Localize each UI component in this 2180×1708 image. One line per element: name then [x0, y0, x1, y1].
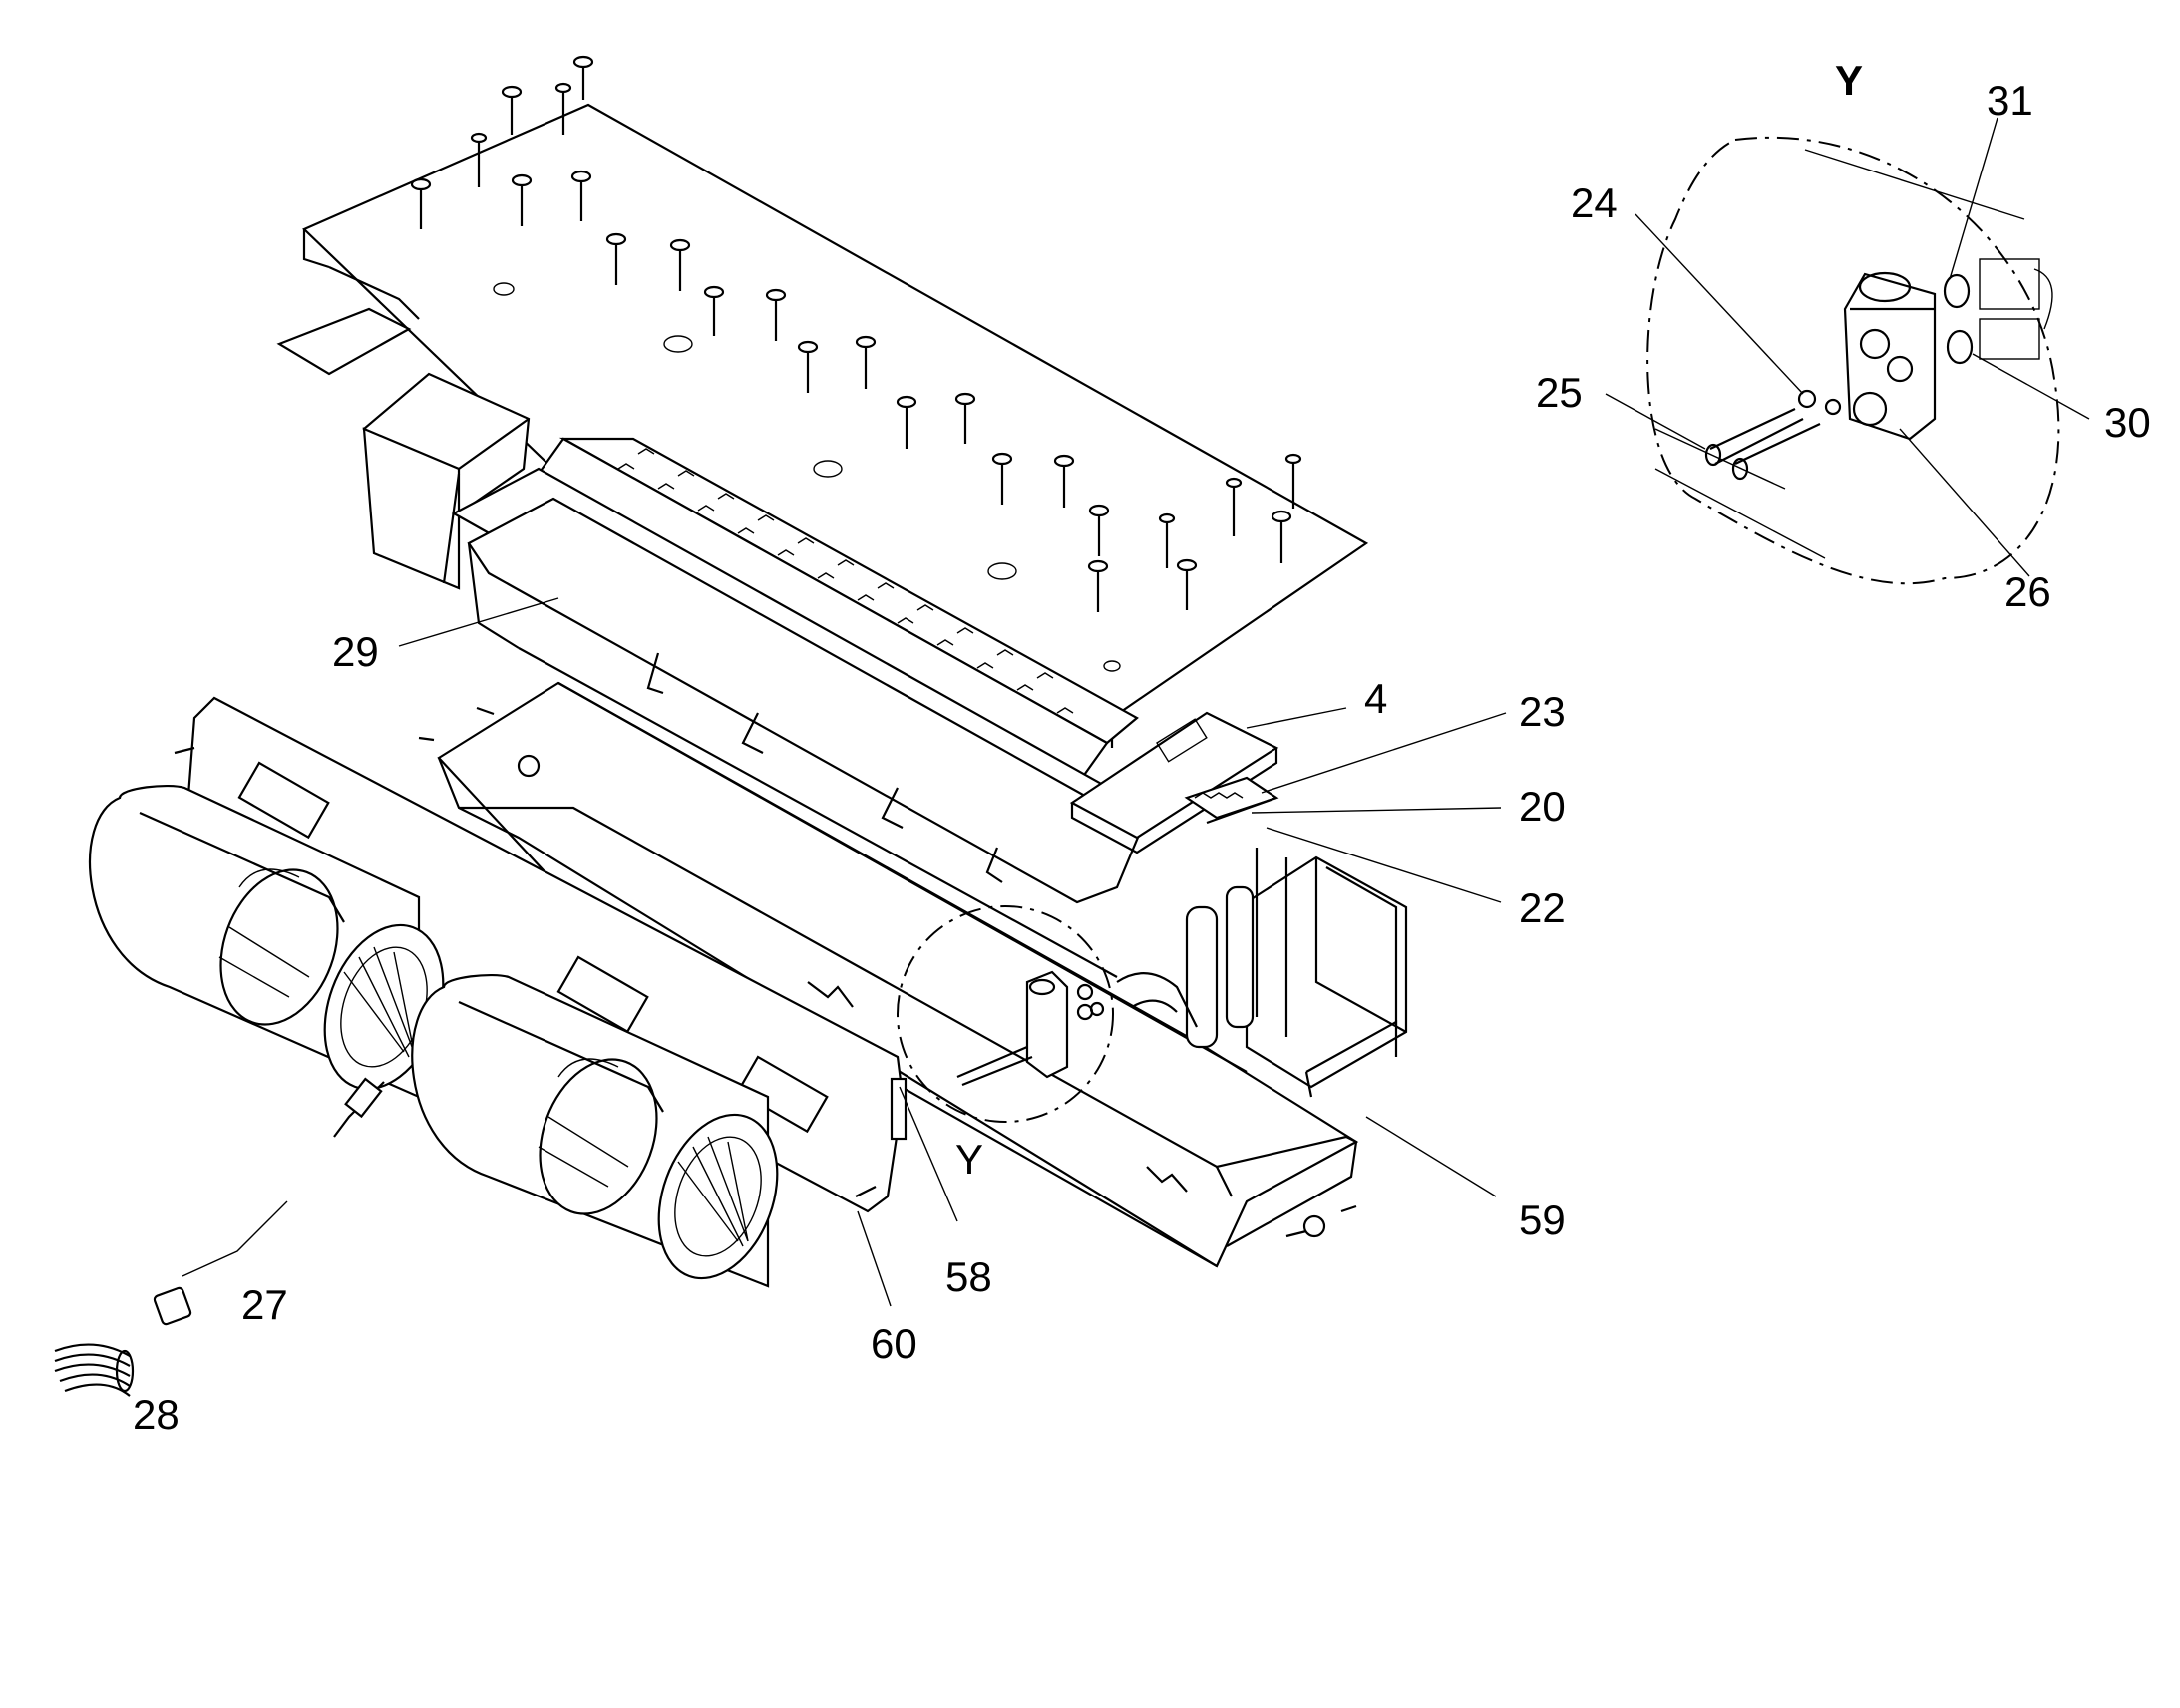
callout-31: 31 [1987, 77, 2033, 124]
right-end-box [1245, 855, 1408, 1098]
seal-strips [1184, 776, 1279, 825]
coil-spring [54, 1343, 135, 1397]
callout-60: 60 [871, 1320, 917, 1367]
callout-26: 26 [2004, 568, 2051, 615]
callout-30: 30 [2104, 399, 2151, 446]
coil-tubes [1116, 848, 1288, 1049]
small-fasteners [174, 706, 1357, 1238]
detail-ref-label: Y [955, 1136, 983, 1183]
mounting-plate [1069, 711, 1279, 854]
callout-28: 28 [133, 1391, 180, 1438]
detail-y-circle [897, 905, 1114, 1123]
callout-22: 22 [1519, 884, 1566, 931]
callout-20: 20 [1519, 783, 1566, 830]
callout-4: 4 [1364, 675, 1387, 722]
detail-view-y [1646, 136, 2060, 585]
small-bracket [890, 1077, 908, 1141]
blower-unit-right [411, 973, 779, 1288]
left-end-bracket [362, 372, 531, 590]
detail-view-title: Y [1835, 57, 1863, 104]
callout-58: 58 [945, 1253, 992, 1300]
blower-unit-left [88, 784, 445, 1099]
leader-lines [398, 117, 2090, 1307]
expansion-valve [956, 970, 1105, 1087]
cover-screws [410, 55, 1302, 612]
callout-59: 59 [1519, 1196, 1566, 1243]
callout-29: 29 [332, 628, 379, 675]
callout-23: 23 [1519, 688, 1566, 735]
callout-24: 24 [1571, 179, 1618, 226]
callout-25: 25 [1536, 369, 1583, 416]
evaporator-strip [537, 437, 1139, 780]
callout-27: 27 [241, 1281, 288, 1328]
sensor-probe [153, 1077, 385, 1326]
